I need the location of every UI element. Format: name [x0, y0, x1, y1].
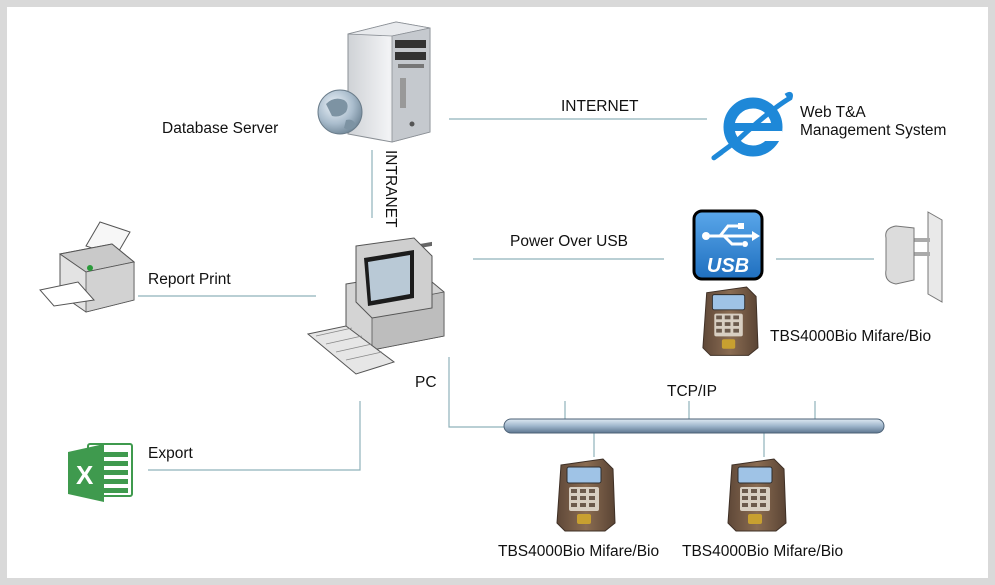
report-print-label: Report Print	[148, 271, 231, 288]
power-adapter-icon	[885, 211, 943, 303]
usb-icon: USB	[692, 209, 764, 281]
usb-badge-text: USB	[707, 255, 749, 277]
connection-lines	[138, 118, 874, 471]
pc-to-bus-link-line	[448, 357, 506, 428]
tcp-device-1-label: TBS4000Bio Mifare/Bio	[498, 543, 659, 560]
excel-icon: X	[68, 443, 133, 502]
globe-icon	[317, 89, 363, 135]
tcp-device-2-label: TBS4000Bio Mifare/Bio	[682, 543, 843, 560]
svg-text:X: X	[76, 460, 94, 490]
tcp-ip-bus	[503, 418, 885, 434]
internet-explorer-icon	[711, 91, 793, 161]
internet-label: INTERNET	[561, 98, 639, 115]
pc-label: PC	[415, 374, 437, 391]
export-link-line	[148, 401, 361, 471]
web-system-label-line1: Web T&A	[800, 104, 866, 121]
intranet-label: INTRANET	[382, 150, 399, 228]
server-tower-icon	[347, 21, 431, 143]
export-label: Export	[148, 445, 193, 462]
printer-icon	[39, 221, 136, 313]
usb-device-label: TBS4000Bio Mifare/Bio	[770, 328, 931, 345]
network-diagram: X USB Dat	[39, 21, 946, 560]
web-system-label-line2: Management System	[800, 122, 946, 139]
biometric-terminal-icon-tcp-2	[727, 458, 787, 532]
tcp-ip-label: TCP/IP	[667, 383, 717, 400]
power-over-usb-label: Power Over USB	[510, 233, 628, 250]
biometric-terminal-icon-tcp-1	[556, 458, 616, 532]
biometric-terminal-icon-usb	[702, 286, 759, 356]
desktop-computer-icon	[306, 237, 445, 375]
database-server-label: Database Server	[162, 120, 278, 137]
